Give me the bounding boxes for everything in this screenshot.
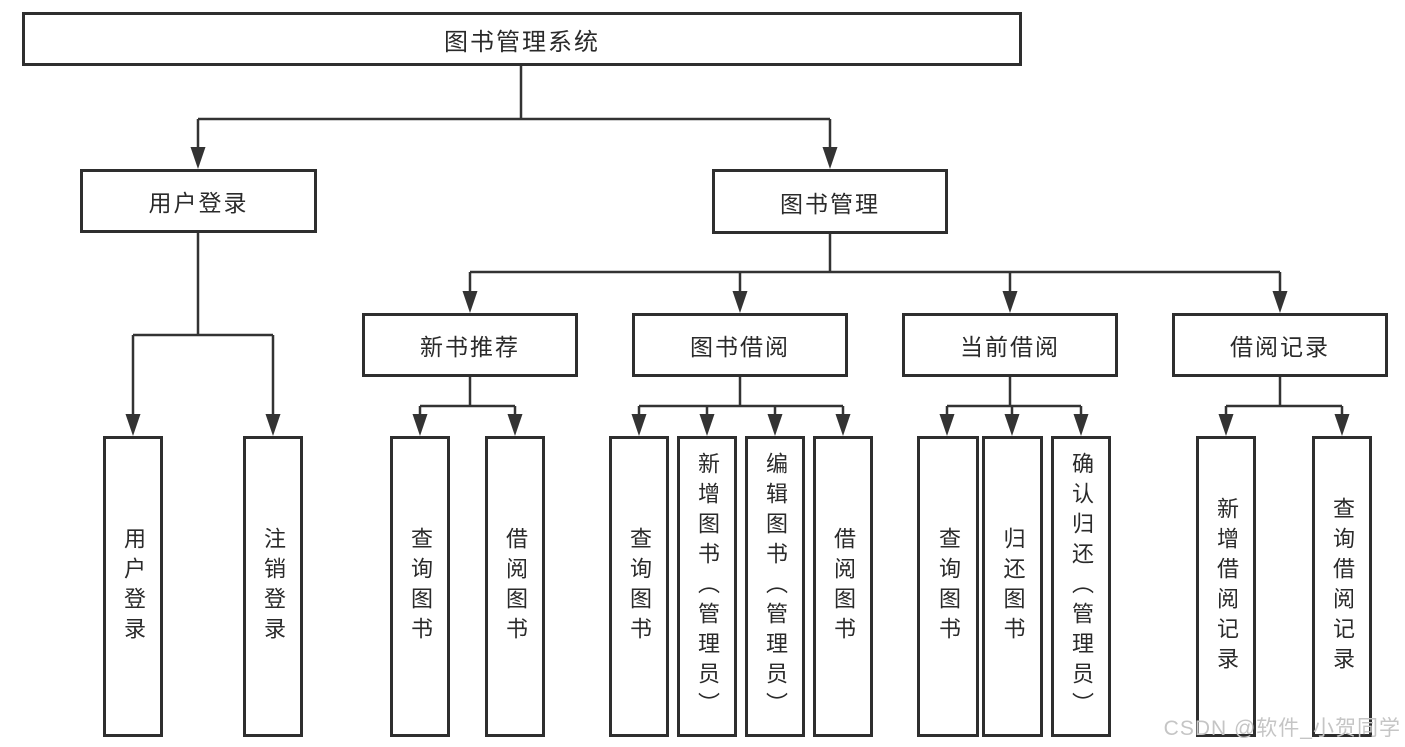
arrow-icon <box>1272 291 1288 313</box>
arrowhead-icons <box>125 147 1350 436</box>
arrow-icon <box>190 147 206 169</box>
arrow-icon <box>1218 414 1234 436</box>
node-user-login: 用户登录 <box>80 169 317 233</box>
arrow-icon <box>767 414 783 436</box>
node-borrow-records: 借阅记录 <box>1172 313 1388 377</box>
leaf-records-query-record: 查询借阅记录 <box>1312 436 1372 737</box>
node-book-management: 图书管理 <box>712 169 948 234</box>
leaf-current-query-books-label: 查询图书 <box>936 526 961 647</box>
leaf-current-confirm-return-admin-label: 确认归还（管理员） <box>1069 451 1094 722</box>
node-book-borrow-label: 图书借阅 <box>690 334 790 360</box>
arrow-icon <box>835 414 851 436</box>
leaf-borrow-query-books: 查询图书 <box>609 436 669 737</box>
arrow-icon <box>1334 414 1350 436</box>
leaf-current-return-books-label: 归还图书 <box>1000 526 1026 647</box>
leaf-records-query-record-label: 查询借阅记录 <box>1330 496 1355 677</box>
leaf-borrow-add-books-admin: 新增图书（管理员） <box>677 436 737 737</box>
leaf-logout-label: 注销登录 <box>261 526 286 647</box>
leaf-recommend-borrow-books: 借阅图书 <box>485 436 545 737</box>
leaf-borrow-add-books-admin-label: 新增图书（管理员） <box>695 451 720 722</box>
arrow-icon <box>732 291 748 313</box>
node-current-borrow: 当前借阅 <box>902 313 1118 377</box>
arrow-icon <box>822 147 838 169</box>
arrow-icon <box>1004 414 1020 436</box>
arrow-icon <box>631 414 647 436</box>
node-root-label: 图书管理系统 <box>444 28 600 56</box>
node-book-borrow: 图书借阅 <box>632 313 848 377</box>
node-new-book-recommend-label: 新书推荐 <box>420 334 520 360</box>
arrow-icon <box>1073 414 1089 436</box>
arrow-icon <box>507 414 523 436</box>
csdn-watermark: CSDN @软件_小贺同学 <box>1163 717 1401 740</box>
arrow-icon <box>699 414 715 436</box>
leaf-borrow-edit-books-admin-label: 编辑图书（管理员） <box>763 451 788 722</box>
arrow-icon <box>265 414 281 436</box>
leaf-recommend-borrow-books-label: 借阅图书 <box>503 526 528 647</box>
leaf-borrow-borrow-books: 借阅图书 <box>813 436 873 737</box>
leaf-current-confirm-return-admin: 确认归还（管理员） <box>1051 436 1111 737</box>
leaf-borrow-query-books-label: 查询图书 <box>627 526 652 647</box>
connector-paths <box>131 66 1344 418</box>
leaf-records-add-record: 新增借阅记录 <box>1196 436 1256 737</box>
leaf-recommend-query-books-label: 查询图书 <box>408 526 433 647</box>
node-book-management-label: 图书管理 <box>780 190 880 217</box>
arrow-icon <box>125 414 141 436</box>
leaf-borrow-borrow-books-label: 借阅图书 <box>831 526 856 647</box>
leaf-user-login: 用户登录 <box>103 436 163 737</box>
arrow-icon <box>412 414 428 436</box>
node-root: 图书管理系统 <box>22 12 1022 66</box>
leaf-user-login-label: 用户登录 <box>121 526 146 647</box>
leaf-recommend-query-books: 查询图书 <box>390 436 450 737</box>
node-user-login-label: 用户登录 <box>148 190 249 216</box>
node-new-book-recommend: 新书推荐 <box>362 313 578 377</box>
leaf-borrow-edit-books-admin: 编辑图书（管理员） <box>745 436 805 737</box>
leaf-current-return-books: 归还图书 <box>982 436 1043 737</box>
leaf-logout: 注销登录 <box>243 436 303 737</box>
arrow-icon <box>1002 291 1018 313</box>
leaf-current-query-books: 查询图书 <box>917 436 979 737</box>
leaf-records-add-record-label: 新增借阅记录 <box>1214 496 1239 677</box>
arrow-icon <box>462 291 478 313</box>
arrow-icon <box>939 414 955 436</box>
node-current-borrow-label: 当前借阅 <box>960 334 1060 360</box>
node-borrow-records-label: 借阅记录 <box>1230 334 1330 360</box>
